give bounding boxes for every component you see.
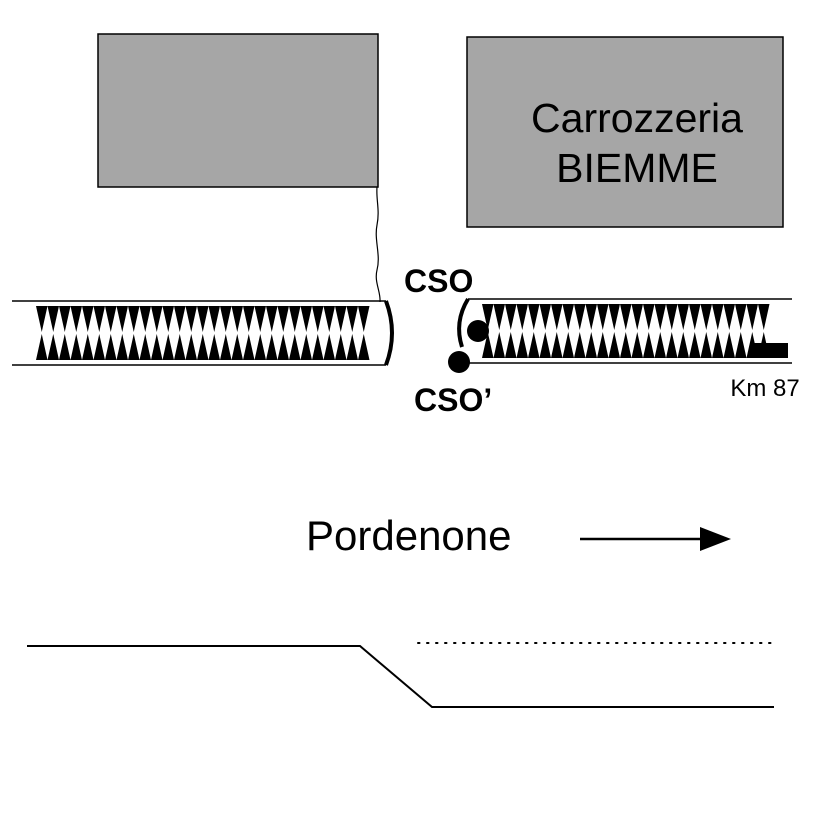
direction-label: Pordenone <box>306 512 512 559</box>
km-marker-label: Km 87 <box>730 375 799 402</box>
guardrail-left <box>12 300 394 366</box>
guardrail-left-hatching <box>36 306 370 360</box>
guardrail-right-hatching <box>482 304 770 358</box>
cso-prime-point <box>448 351 470 373</box>
guardrail-right-end <box>457 297 470 348</box>
guardrail-left-end <box>384 300 394 366</box>
cso-label: CSO <box>404 263 473 299</box>
direction-arrow <box>580 527 731 551</box>
cso-point <box>467 320 489 342</box>
cso-prime-label: CSO’ <box>414 382 492 418</box>
building-name-line2: BIEMME <box>556 145 718 191</box>
road-edge-line <box>27 645 774 708</box>
guardrail-right <box>457 297 792 364</box>
building-right <box>466 36 784 228</box>
wavy-line <box>375 186 381 303</box>
km-marker-post <box>753 343 788 358</box>
building-left <box>97 33 379 188</box>
building-name-line1: Carrozzeria <box>531 95 743 141</box>
